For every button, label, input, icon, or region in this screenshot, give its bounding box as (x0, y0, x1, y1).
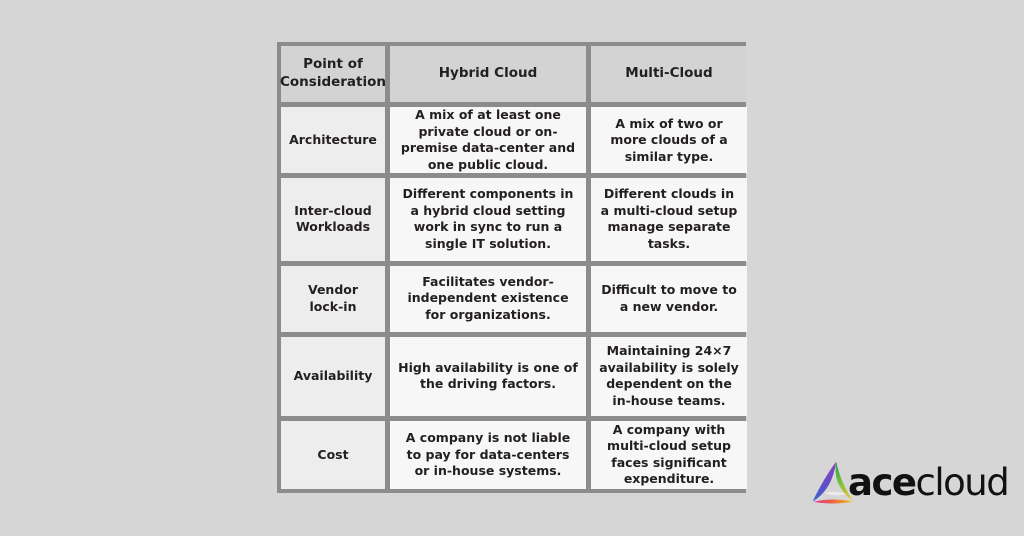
logo-text-cloud: cloud (915, 460, 1010, 504)
cell-availability-multi-cloud: Maintaining 24×7 availability is solely … (591, 336, 747, 416)
table-header-row: Point of Consideration Hybrid Cloud Mult… (280, 46, 747, 103)
row-label-architecture: Architecture (281, 107, 385, 174)
row-label-availability: Availability (281, 336, 385, 416)
table-row: Cost A company is not liable to pay for … (281, 420, 747, 489)
acecloud-wordmark: acecloud (848, 460, 1010, 504)
row-label-vendor-lock-in: Vendor lock-in (281, 265, 385, 332)
table-row: Availability High availability is one of… (281, 336, 747, 416)
column-header-point-of-consideration: Point of Consideration (280, 46, 386, 103)
cell-vendor-lock-in-hybrid-cloud: Facilitates vendor-independent existence… (390, 265, 586, 332)
table-row: Vendor lock-in Facilitates vendor-indepe… (281, 265, 747, 332)
cell-cost-multi-cloud: A company with multi-cloud setup faces s… (591, 420, 747, 489)
acecloud-logo: acecloud (810, 458, 1010, 506)
row-label-cost: Cost (281, 420, 385, 489)
cell-architecture-hybrid-cloud: A mix of at least one private cloud or o… (390, 107, 586, 174)
table-row: Architecture A mix of at least one priva… (281, 107, 747, 174)
cell-availability-hybrid-cloud: High availability is one of the driving … (390, 336, 586, 416)
cell-architecture-multi-cloud: A mix of two or more clouds of a similar… (591, 107, 747, 174)
comparison-table: Point of Consideration Hybrid Cloud Mult… (277, 42, 747, 493)
cell-vendor-lock-in-multi-cloud: Difficult to move to a new vendor. (591, 265, 747, 332)
cell-inter-cloud-workloads-multi-cloud: Different clouds in a multi-cloud setup … (591, 178, 747, 261)
cell-inter-cloud-workloads-hybrid-cloud: Different components in a hybrid cloud s… (390, 178, 586, 261)
column-header-hybrid-cloud: Hybrid Cloud (390, 46, 586, 103)
acecloud-triangle-mark-icon (812, 461, 854, 504)
column-header-multi-cloud: Multi-Cloud (591, 46, 747, 103)
row-label-inter-cloud-workloads: Inter-cloud Workloads (281, 178, 385, 261)
logo-text-ace: ace (848, 460, 917, 504)
table-row: Inter-cloud Workloads Different componen… (281, 178, 747, 261)
cell-cost-hybrid-cloud: A company is not liable to pay for data-… (390, 420, 586, 489)
